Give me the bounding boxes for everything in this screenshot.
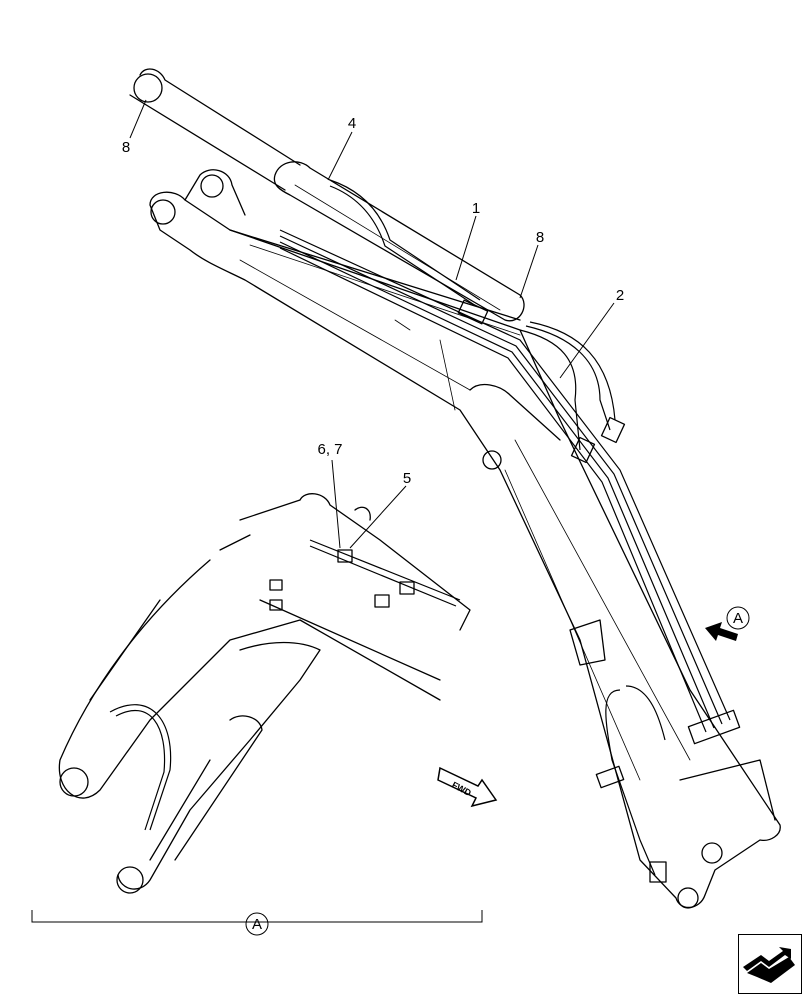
callout-5: 5 bbox=[403, 470, 411, 487]
leader-4 bbox=[327, 131, 353, 181]
section-letter: A bbox=[252, 916, 262, 933]
boom-cylinder bbox=[129, 68, 525, 322]
leader-67 bbox=[331, 459, 341, 549]
view-arrow-a bbox=[705, 606, 750, 641]
leader-8b bbox=[519, 244, 539, 299]
page-nav-button[interactable] bbox=[738, 934, 802, 994]
callout-4: 4 bbox=[348, 115, 356, 132]
fwd-arrow bbox=[437, 766, 498, 808]
callout-1: 1 bbox=[472, 200, 480, 217]
leader-1 bbox=[455, 215, 477, 281]
callout-8-left: 8 bbox=[122, 139, 130, 156]
callout-2: 2 bbox=[616, 287, 624, 304]
section-bracket bbox=[31, 910, 483, 923]
callout-8-right: 8 bbox=[536, 229, 544, 246]
callout-6-7: 6, 7 bbox=[317, 441, 342, 458]
detail-view-a bbox=[58, 493, 471, 894]
main-boom bbox=[149, 169, 781, 909]
section-circle bbox=[245, 912, 269, 936]
leader-5 bbox=[349, 485, 407, 549]
page-turn-icon bbox=[743, 947, 795, 983]
leader-8a bbox=[129, 99, 147, 139]
view-arrow-letter: A bbox=[733, 610, 743, 627]
boom-hoses bbox=[279, 179, 741, 883]
leader-2 bbox=[559, 302, 615, 379]
